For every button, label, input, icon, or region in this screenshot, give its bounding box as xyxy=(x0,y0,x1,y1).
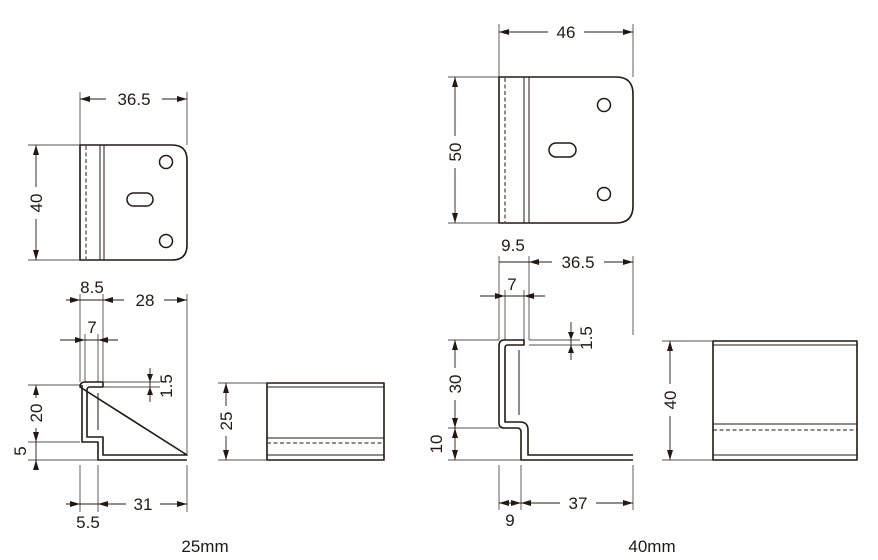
dim-label: 10 xyxy=(427,435,446,454)
right-dim-upright-foot: 30 10 xyxy=(427,339,521,461)
dim-label: 37 xyxy=(569,494,588,513)
dim-label: 46 xyxy=(557,23,576,42)
dim-label: 31 xyxy=(134,495,153,514)
dim-label: 9.5 xyxy=(501,236,525,255)
dim-label: 1.5 xyxy=(577,326,596,350)
dim-label: 5 xyxy=(11,446,30,455)
right-dim-height: 50 xyxy=(445,76,499,224)
right-dim-offset-span: 9.5 36.5 xyxy=(498,236,634,340)
dim-label: 28 xyxy=(136,291,155,310)
mounting-hole xyxy=(158,233,174,249)
left-dim-offset-span: 8.5 28 xyxy=(66,278,188,455)
dim-label: 30 xyxy=(446,375,465,394)
left-dim-width-top: 36.5 xyxy=(79,88,188,145)
left-dim-inner: 7 xyxy=(60,318,118,382)
dim-label: 5.5 xyxy=(76,513,100,532)
dim-label: 7 xyxy=(507,275,516,294)
dim-label: 40 xyxy=(27,194,46,213)
dim-label: 36.5 xyxy=(561,253,594,272)
left-dim-base: 31 5.5 xyxy=(66,465,188,532)
right-bracket-top-view xyxy=(712,340,858,461)
right-dim-inner: 7 xyxy=(480,275,545,340)
mounting-hole xyxy=(158,154,174,170)
right-bracket-side-profile xyxy=(498,339,633,461)
right-dim-base: 37 9 xyxy=(498,465,634,530)
right-dim-thickness: 1.5 xyxy=(529,322,596,360)
dim-label: 50 xyxy=(446,143,465,162)
mounting-hole xyxy=(596,97,612,113)
left-dim-height: 40 xyxy=(26,144,80,261)
left-bracket-front-view xyxy=(79,144,188,261)
dim-label: 25 xyxy=(217,412,236,431)
left-caption: 25mm xyxy=(181,537,228,556)
dim-label: 1.5 xyxy=(157,374,176,398)
right-dim-width-top: 46 xyxy=(498,22,634,77)
left-dim-side-height: 25 xyxy=(216,382,267,461)
left-dim-upright-foot: 20 5 xyxy=(11,384,98,470)
dim-label: 9 xyxy=(505,511,514,530)
dim-label: 40 xyxy=(661,391,680,410)
right-caption: 40mm xyxy=(628,537,675,556)
dim-label: 8.5 xyxy=(80,278,104,297)
mounting-hole xyxy=(596,186,612,202)
left-bracket-top-view xyxy=(266,382,385,461)
left-dim-thickness: 1.5 xyxy=(104,368,176,402)
slot-hole xyxy=(548,142,577,158)
dim-label: 36.5 xyxy=(117,90,150,109)
left-bracket-side-profile xyxy=(79,381,188,461)
right-dim-side-height: 40 xyxy=(660,340,713,461)
dim-label: 7 xyxy=(87,318,96,337)
slot-hole xyxy=(126,192,154,207)
right-bracket-front-view xyxy=(498,76,634,224)
dim-label: 20 xyxy=(27,404,46,423)
